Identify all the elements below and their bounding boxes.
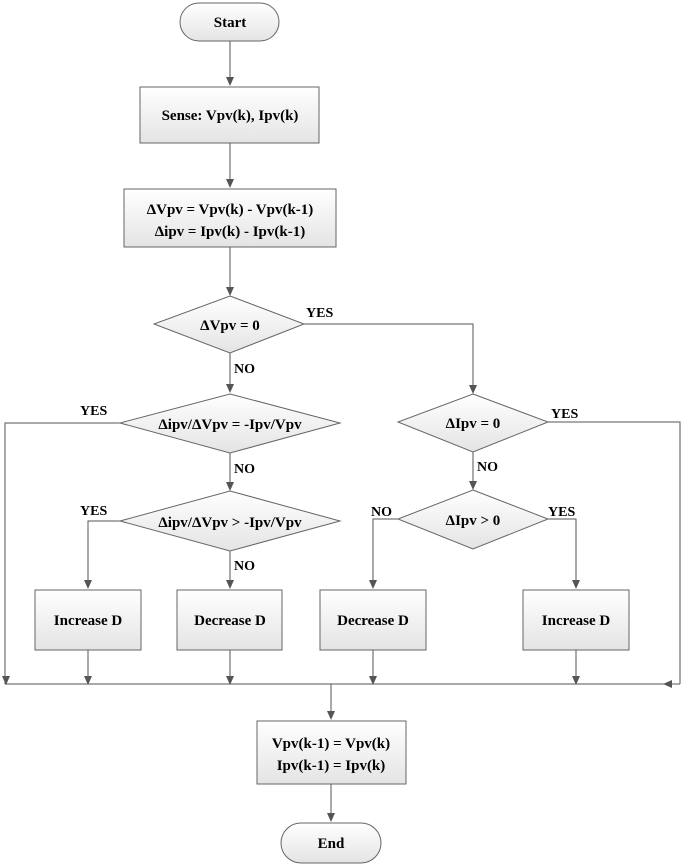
- decision-inc-cond-eq: Δipv/ΔVpv = -Ipv/Vpv: [118, 393, 342, 454]
- edge-label-gt-yes: YES: [80, 504, 107, 519]
- arrowhead: [226, 384, 234, 393]
- edge-labels: YES NO YES NO YES NO YES NO NO YES: [80, 306, 578, 574]
- connectors: [2, 41, 681, 822]
- edge-label-eq-no: NO: [234, 462, 255, 477]
- decision-inc-cond-gt: Δipv/ΔVpv > -Ipv/Vpv: [118, 490, 342, 552]
- connector-digt-no: [372, 518, 398, 580]
- sense-label: Sense: Vpv(k), Ipv(k): [162, 108, 299, 124]
- decision-inc-cond-eq-label: Δipv/ΔVpv = -Ipv/Vpv: [158, 417, 302, 433]
- increase-left-box: Increase D: [34, 589, 142, 651]
- arrowhead: [469, 385, 477, 394]
- sense-box: Sense: Vpv(k), Ipv(k): [139, 86, 320, 144]
- arrowhead: [327, 813, 335, 822]
- arrowhead: [226, 482, 234, 491]
- update-box: Vpv(k-1) = Vpv(k) Ipv(k-1) = Ipv(k): [256, 720, 407, 785]
- update-line1: Vpv(k-1) = Vpv(k): [272, 736, 390, 752]
- decrease-right-box: Decrease D: [319, 589, 427, 651]
- connector-digt-yes: [548, 518, 577, 580]
- arrowhead: [226, 77, 234, 86]
- arrowhead: [369, 676, 377, 685]
- calc-box: ΔVpv = Vpv(k) - Vpv(k-1) Δipv = Ipv(k) -…: [123, 188, 337, 248]
- calc-line1: ΔVpv = Vpv(k) - Vpv(k-1): [147, 202, 314, 218]
- arrowhead: [2, 676, 10, 685]
- decision-di-zero: ΔIpv = 0: [396, 393, 550, 453]
- arrowhead: [572, 676, 580, 685]
- increase-right-label: Increase D: [542, 613, 611, 629]
- connector-dv-yes: [304, 323, 474, 385]
- arrowhead: [226, 287, 234, 296]
- update-line2: Ipv(k-1) = Ipv(k): [277, 758, 386, 774]
- arrowhead: [663, 680, 672, 688]
- edge-label-digt-no: NO: [371, 505, 392, 520]
- arrowhead: [226, 676, 234, 685]
- arrowhead: [84, 676, 92, 685]
- start-label: Start: [214, 15, 247, 31]
- connector-eq-yes: [4, 422, 120, 684]
- decision-dv-zero-label: ΔVpv = 0: [200, 318, 260, 334]
- edge-label-di-yes: YES: [551, 407, 578, 422]
- arrowhead: [226, 580, 234, 589]
- arrowhead: [572, 580, 580, 589]
- arrowhead: [226, 179, 234, 188]
- edge-label-gt-no: NO: [234, 559, 255, 574]
- connector-gt-yes: [87, 520, 120, 580]
- increase-left-label: Increase D: [54, 613, 123, 629]
- increase-right-box: Increase D: [522, 589, 630, 651]
- connector-di-yes: [548, 421, 681, 684]
- decision-dv-zero: ΔVpv = 0: [152, 295, 306, 354]
- decrease-right-label: Decrease D: [337, 613, 409, 629]
- edge-label-dv-no: NO: [234, 362, 255, 377]
- calc-line2: Δipv = Ipv(k) - Ipv(k-1): [155, 224, 305, 240]
- arrowhead: [369, 580, 377, 589]
- decrease-left-box: Decrease D: [176, 589, 283, 651]
- edge-label-dv-yes: YES: [306, 306, 333, 321]
- end-label: End: [318, 836, 345, 852]
- edge-label-di-no: NO: [477, 460, 498, 475]
- end-node: End: [280, 822, 382, 864]
- decision-di-gt-label: ΔIpv > 0: [446, 513, 501, 529]
- start-node: Start: [179, 2, 280, 42]
- arrowhead: [327, 711, 335, 720]
- edge-label-digt-yes: YES: [548, 505, 575, 520]
- decrease-left-label: Decrease D: [194, 613, 266, 629]
- decision-inc-cond-gt-label: Δipv/ΔVpv > -Ipv/Vpv: [158, 515, 302, 531]
- decision-di-gt: ΔIpv > 0: [396, 489, 550, 550]
- arrowhead: [84, 580, 92, 589]
- edge-label-eq-yes: YES: [80, 404, 107, 419]
- decision-di-zero-label: ΔIpv = 0: [446, 416, 501, 432]
- arrowhead: [469, 481, 477, 490]
